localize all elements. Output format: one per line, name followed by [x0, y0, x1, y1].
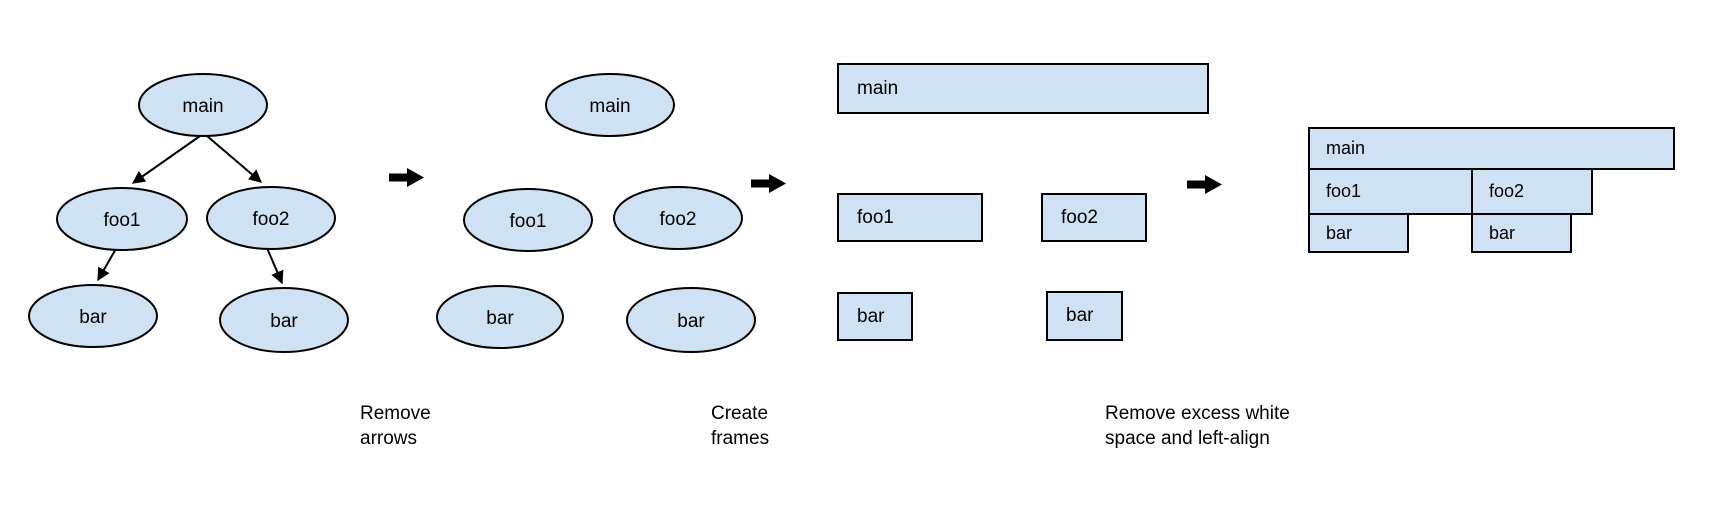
stage2-node-bar1-label: bar [486, 308, 514, 329]
stage3-frame-foo2-label: foo2 [1061, 206, 1098, 228]
caption-line: Create [711, 403, 769, 424]
stage1-node-foo2-label: foo2 [253, 209, 290, 230]
caption-line: space and left-align [1105, 428, 1270, 449]
stage4-flame-bar2: bar [1471, 213, 1572, 253]
stage1-node-bar1-label: bar [79, 307, 107, 328]
stage1-node-bar2-label: bar [270, 311, 298, 332]
stage1-node-foo2-ellipse [206, 186, 336, 250]
stage2-node-foo1-ellipse [463, 188, 593, 252]
stage3-frame-bar1: bar [837, 292, 913, 341]
caption-line: Remove excess white [1105, 403, 1290, 424]
stage1-call-tree: main foo1 foo2 bar bar [28, 73, 349, 353]
transition-arrow-icon [751, 174, 786, 193]
stage1-node-bar2-ellipse [219, 287, 349, 353]
stage1-node-foo1-ellipse [56, 187, 188, 251]
stage4-flame-bar1: bar [1308, 213, 1409, 253]
stage3-frame-foo1-label: foo1 [857, 206, 894, 228]
stage4-flame-main-label: main [1326, 138, 1366, 158]
stage4-flame-bar2-label: bar [1489, 222, 1516, 243]
stage2-node-foo1-label: foo1 [510, 211, 547, 232]
stage3-frame-bar1-label: bar [857, 305, 885, 327]
stage2-no-arrows: main foo1 foo2 bar bar [436, 73, 756, 353]
stage2-node-foo2-ellipse [613, 186, 743, 250]
stage3-frame-foo1: foo1 [837, 193, 983, 242]
caption-remove-arrows: Remove arrows [360, 401, 431, 451]
edge-main-to-foo2-arrow [206, 135, 262, 183]
stage1-node-bar1-ellipse [28, 284, 158, 348]
stage3-frame-main: main [837, 63, 1209, 114]
stage4-flame-foo1: foo1 [1308, 168, 1473, 215]
stage4-flame-bar1-label: bar [1326, 222, 1353, 243]
stage2-node-bar1-ellipse [436, 285, 564, 349]
edge-foo2-to-bar-arrow [266, 247, 284, 285]
stage1-node-foo1-label: foo1 [104, 210, 141, 231]
stage2-node-bar2-ellipse [626, 287, 756, 353]
caption-line: Remove [360, 403, 431, 424]
edge-main-to-foo1-arrow [131, 135, 201, 184]
stage3-frame-main-label: main [857, 77, 899, 99]
stage4-flame-foo1-label: foo1 [1326, 181, 1362, 201]
caption-line: frames [711, 428, 770, 449]
stage2-node-main-label: main [589, 96, 630, 117]
stage1-node-main-ellipse [138, 73, 268, 137]
stage2-node-foo2-label: foo2 [660, 209, 697, 230]
caption-line: arrows [360, 428, 418, 449]
transition-arrow-icon [1187, 175, 1222, 194]
caption-remove-whitespace: Remove excess white space and left-align [1105, 401, 1290, 451]
stage3-frame-bar2: bar [1046, 291, 1123, 341]
stage4-flame-foo2: foo2 [1471, 168, 1593, 215]
stage2-node-bar2-label: bar [677, 311, 705, 332]
caption-create-frames: Create frames [711, 401, 769, 451]
stage1-node-main-label: main [182, 96, 223, 117]
edge-foo1-to-bar-arrow [97, 246, 118, 282]
stage2-node-main-ellipse [545, 73, 675, 137]
stage3-frame-foo2: foo2 [1041, 193, 1147, 242]
stage3-frame-bar2-label: bar [1066, 305, 1094, 326]
stage4-flame-main: main [1308, 127, 1675, 170]
transition-arrow-icon [389, 168, 424, 187]
stage4-flame-foo2-label: foo2 [1489, 181, 1525, 201]
